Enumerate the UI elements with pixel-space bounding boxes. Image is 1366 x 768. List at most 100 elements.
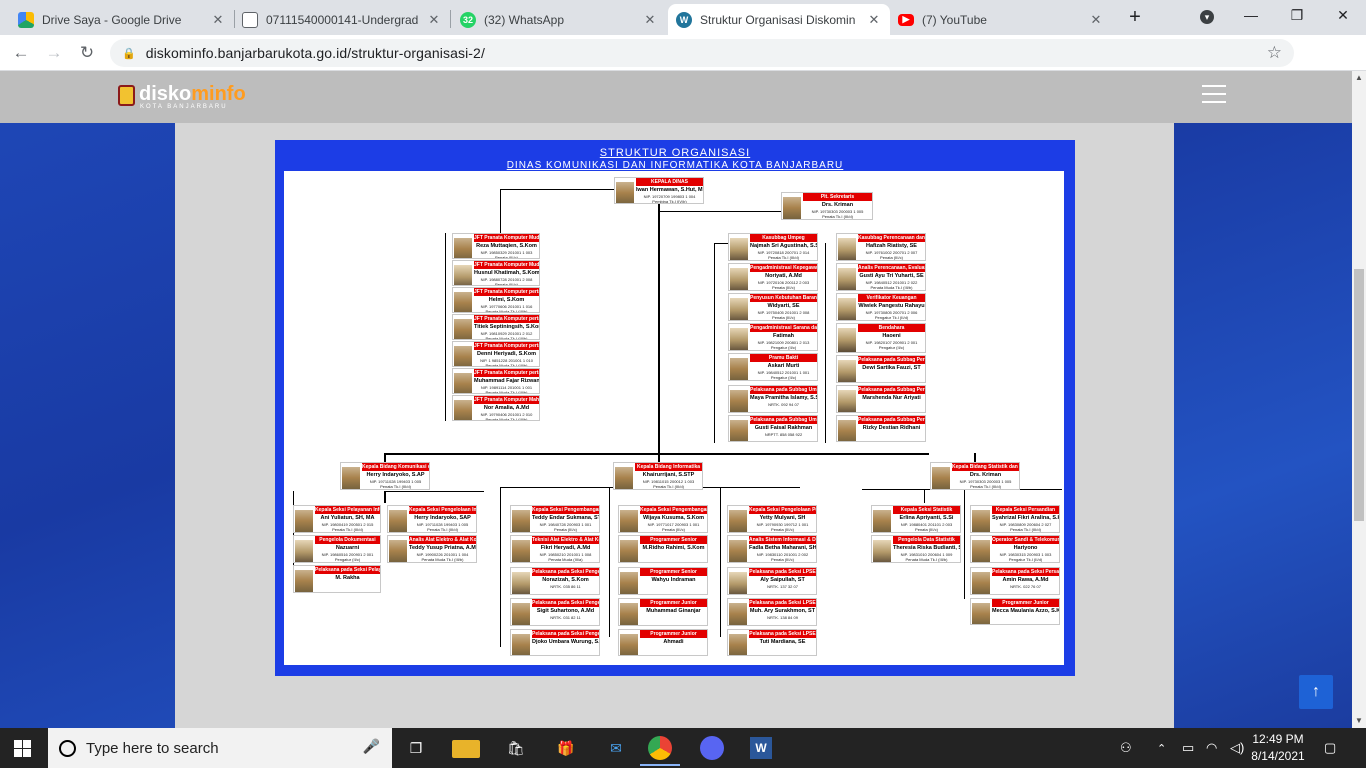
org-card-name: M. Rakha — [335, 575, 360, 581]
back-to-top-button[interactable]: ↑ — [1299, 675, 1333, 709]
scroll-up-icon[interactable]: ▲ — [1355, 73, 1363, 82]
close-icon[interactable]: ✕ — [212, 11, 224, 27]
scrollbar-thumb[interactable] — [1354, 269, 1364, 521]
hamburger-menu-icon[interactable] — [1202, 85, 1226, 103]
staff-photo — [620, 603, 638, 625]
org-card-rank: Penata Tk.I (III/d) — [653, 484, 684, 489]
discord-icon[interactable] — [700, 736, 724, 760]
lock-icon: 🔒 — [122, 47, 136, 60]
org-card: Pelaksana pada Seksi PengembanganNoraziz… — [510, 567, 600, 595]
org-connector-line — [720, 487, 721, 637]
staff-photo — [838, 268, 856, 290]
org-card-name: Muhammad Fajar Rizwanna, S.Kom — [474, 378, 539, 384]
org-card-role: Analis Alat Elektro & Alat Komunikasi — [409, 536, 476, 544]
tab-struktur-organisasi[interactable]: W Struktur Organisasi Diskomin ✕ — [668, 4, 890, 35]
word-icon[interactable]: W — [750, 737, 772, 759]
diskominfo-logo[interactable]: diskominfo KOTA BANJARBARU — [118, 84, 246, 110]
forward-button[interactable]: → — [45, 43, 63, 62]
org-card-role: Verifikator Keuangan — [858, 294, 925, 302]
org-card-nip: NIP. 19790406 201001 2 010 — [480, 412, 533, 417]
back-button[interactable]: ← — [12, 43, 30, 62]
org-card: Kepala Seksi Pengembangan JaringanTeddy … — [510, 505, 600, 533]
tab-whatsapp[interactable]: 32 (32) WhatsApp ✕ — [452, 4, 666, 35]
org-card-name: Muhammad Ginanjar — [646, 608, 701, 614]
org-card-name: Haoeni — [882, 333, 901, 339]
org-card-rank: Penata Muda Tk.I (III/b) — [870, 285, 913, 290]
tab-google-drive[interactable]: Drive Saya - Google Drive ✕ — [10, 4, 234, 35]
org-card-name: Herry Indaryoko, SAP — [414, 515, 471, 521]
mail-icon[interactable]: ✉ — [610, 739, 622, 756]
document-icon — [242, 11, 258, 28]
url-text: diskominfo.banjarbarukota.go.id/struktur… — [145, 45, 485, 61]
restore-button[interactable]: ❐ — [1290, 6, 1304, 23]
volume-icon[interactable]: ◁) — [1230, 740, 1245, 755]
people-icon[interactable]: ⚇ — [1120, 740, 1132, 755]
org-card-nip: NIP. 19850329 201001 1 003 — [480, 250, 533, 255]
scrollbar[interactable]: ▲ ▼ — [1352, 71, 1366, 728]
minimize-button[interactable]: — — [1244, 7, 1258, 23]
org-card-nip: NIP. 19840728 200903 1 001 — [539, 522, 592, 527]
youtube-icon: ▶ — [898, 13, 914, 26]
tab-undergrad-document[interactable]: 07111540000141-Undergrad ✕ — [234, 4, 450, 35]
tab-search-icon[interactable]: ▾ — [1184, 2, 1230, 32]
org-card-rank: Penata Tk.I (III/d) — [822, 214, 853, 219]
address-bar[interactable]: 🔒 diskominfo.banjarbarukota.go.id/strukt… — [110, 39, 1294, 67]
org-card-role: Bendahara — [858, 324, 925, 332]
staff-photo — [730, 268, 748, 290]
org-card-role: Pelaksana pada Seksi LPSE — [749, 630, 816, 638]
org-card-nip: NIP. 19831010 200604 1 009 — [900, 552, 953, 557]
reload-button[interactable]: ↻ — [79, 43, 95, 62]
close-icon[interactable]: ✕ — [644, 11, 656, 27]
org-card-role: Pelaksana pada Seksi Pengembangan — [532, 630, 599, 638]
wifi-icon[interactable]: ◠ — [1206, 740, 1218, 755]
close-window-button[interactable]: ✕ — [1337, 6, 1349, 23]
org-connector-line — [714, 243, 728, 244]
org-card-rank: Pengatur (II/c) — [878, 345, 905, 350]
org-card-role: Pramu Bakti — [750, 354, 817, 362]
task-view-icon[interactable]: ❐ — [409, 739, 423, 756]
org-card-rank: Penata (III/c) — [772, 315, 795, 320]
notifications-icon[interactable]: ▢ — [1324, 740, 1337, 755]
org-card-rank: Penata (III/c) — [495, 255, 518, 259]
org-card-name: Marshenda Nur Ariyati — [862, 395, 921, 401]
org-card-name: Syahrizal Fikri Aralina, S.Kom — [992, 515, 1059, 521]
org-card-name: Iwan Hermawan, S.Hut, MM — [636, 187, 703, 193]
microphone-icon[interactable]: 🎤 — [362, 738, 380, 754]
file-explorer-icon[interactable] — [452, 740, 480, 758]
org-card-name: Titiek Septiningsih, S.Kom — [474, 324, 539, 330]
battery-icon[interactable]: ▭ — [1182, 740, 1195, 755]
chevron-up-icon[interactable]: ⌃ — [1157, 742, 1167, 755]
tab-youtube[interactable]: ▶ (7) YouTube ✕ — [890, 4, 1112, 35]
org-card-rank: Penata Muda Tk.I (III/b) — [421, 557, 464, 562]
taskbar-search-box[interactable]: Type here to search 🎤 — [48, 728, 392, 768]
org-card: Teknisi Alat Elektro & Alat KomunikasiFi… — [510, 535, 600, 563]
new-tab-button[interactable]: + — [1129, 5, 1141, 28]
org-card-nip: NIP. 19720818 200701 2 014 — [757, 250, 810, 255]
org-card-role: Pelaksana pada Seksi Pelayanan Informasi — [315, 566, 380, 574]
store-icon[interactable]: 🛍 — [507, 739, 525, 756]
org-card-role: JFT Pranata Komputer Muda — [474, 234, 539, 242]
close-icon[interactable]: ✕ — [428, 11, 440, 27]
close-icon[interactable]: ✕ — [1090, 11, 1102, 27]
chrome-icon[interactable] — [640, 736, 680, 766]
org-connector-line — [658, 191, 660, 461]
org-card-rank: Penata (III/c) — [880, 255, 903, 260]
system-clock[interactable]: 12:49 PM 8/14/2021 — [1251, 732, 1305, 763]
bookmark-star-icon[interactable]: ☆ — [1266, 43, 1282, 62]
org-card-nip: NIP. 19821009 200801 2 013 — [757, 340, 810, 345]
org-card-role: Programmer Junior — [640, 599, 707, 607]
scroll-down-icon[interactable]: ▼ — [1355, 716, 1363, 725]
gift-icon[interactable]: 🎁 — [557, 739, 575, 756]
close-icon[interactable]: ✕ — [868, 11, 880, 27]
windows-start-icon[interactable] — [14, 740, 31, 757]
org-card-name: Askari Murti — [767, 363, 800, 369]
org-card: Kepala Bidang Statistik dan PersandianDr… — [930, 462, 1020, 490]
